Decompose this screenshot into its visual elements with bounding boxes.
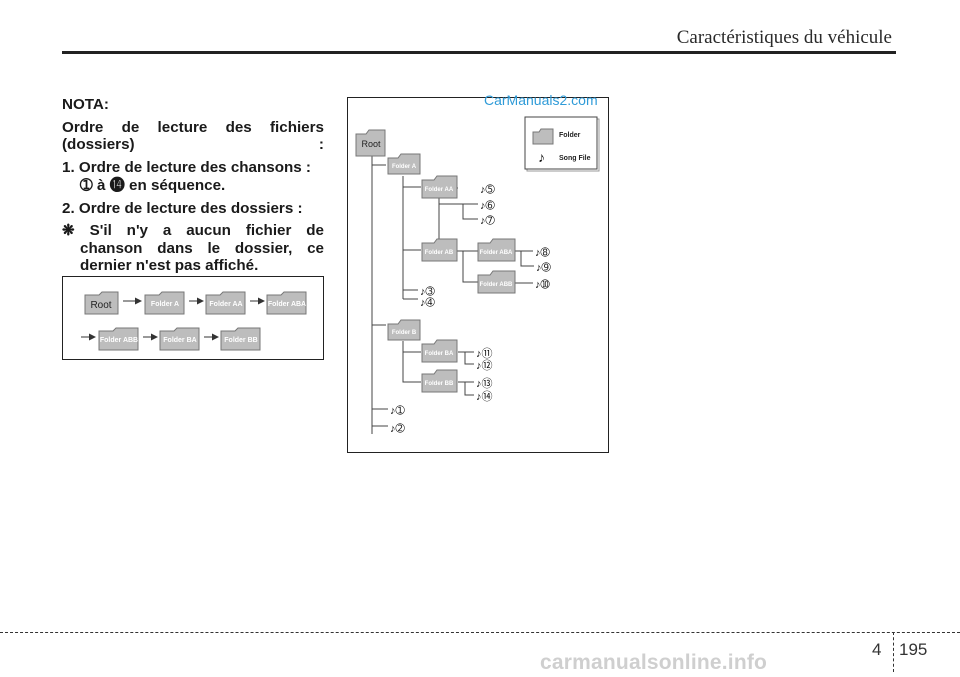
site-watermark: CarManuals2.com [484, 92, 598, 108]
svg-text:Folder ABB: Folder ABB [480, 282, 513, 288]
seq-folder-ba: Folder BA [159, 327, 200, 351]
song-13: ♪⑬ [476, 377, 493, 390]
song-9: ♪➈ [536, 262, 552, 274]
note-label: NOTA: [62, 96, 109, 113]
svg-text:Folder ABA: Folder ABA [268, 301, 306, 308]
svg-text:Root: Root [90, 300, 111, 311]
seq-folder-bb: Folder BB [220, 327, 261, 351]
svg-text:Folder ABA: Folder ABA [480, 250, 513, 256]
svg-text:Root: Root [361, 139, 381, 149]
svg-text:Folder BA: Folder BA [163, 337, 196, 344]
legend-folder-label: Folder [559, 132, 581, 139]
tree-folder-aba: Folder ABA [477, 238, 516, 262]
folder-sequence-box: Root Folder A Folder AA Folder ABA Folde… [62, 276, 324, 360]
svg-text:Folder A: Folder A [151, 301, 179, 308]
legend-song-icon: ♪ [538, 149, 545, 165]
seq-folder-root: Root [84, 291, 119, 315]
song-1: ♪➀ [390, 405, 406, 417]
seq-folder-abb: Folder ABB [98, 327, 139, 351]
svg-text:Folder A: Folder A [392, 164, 417, 170]
folder-sequence-diagram: Root Folder A Folder AA Folder ABA Folde… [81, 291, 307, 351]
song-5: ♪➄ [480, 184, 496, 196]
tree-song-files: ♪➄ ♪➅ ♪➆ ♪➇ ♪➈ ♪➉ ♪➂ ♪➃ ♪⑪ ♪⑫ ♪⑬ ♪⑭ ♪➀ ♪… [390, 184, 552, 435]
song-2: ♪➁ [390, 423, 406, 435]
legend-song-label: Song File [559, 155, 591, 162]
tree-folder-ba: Folder BA [421, 339, 458, 363]
song-12: ♪⑫ [476, 359, 493, 372]
legend-folder-icon [532, 128, 554, 145]
seq-folder-a: Folder A [144, 291, 185, 315]
svg-text:Folder ABB: Folder ABB [100, 337, 138, 344]
folder-tree-box: Root Folder A Folder AA Folder AB Folder… [347, 97, 609, 453]
note-block: NOTA: Ordre de lecture des fichiers (dos… [62, 96, 324, 280]
song-8: ♪➇ [535, 247, 551, 259]
header-rule [62, 51, 896, 54]
note-footnote: ❋ S'il n'y a aucun fichier de chanson da… [62, 222, 324, 274]
svg-text:Folder AB: Folder AB [425, 250, 454, 256]
song-7: ♪➆ [480, 215, 496, 227]
page-number: 195 [899, 640, 928, 659]
footer-watermark: carmanualsonline.info [540, 651, 768, 674]
svg-text:Folder AA: Folder AA [425, 187, 454, 193]
song-4: ♪➃ [420, 297, 436, 309]
seq-folder-aba: Folder ABA [266, 291, 307, 315]
tree-folder-a: Folder A [387, 153, 421, 175]
seq-folder-aa: Folder AA [205, 291, 246, 315]
svg-text:Folder BB: Folder BB [425, 381, 454, 387]
tree-folder-ab: Folder AB [421, 238, 458, 262]
song-10: ♪➉ [535, 279, 551, 291]
tree-folder-bb: Folder BB [421, 369, 458, 393]
svg-text:Folder B: Folder B [392, 330, 417, 336]
note-item-2: 2. Ordre de lecture des dossiers : [62, 199, 303, 217]
tree-connectors [371, 153, 534, 434]
tree-folder-aa: Folder AA [421, 175, 458, 199]
svg-text:Folder BA: Folder BA [425, 351, 454, 357]
tree-folder-abb: Folder ABB [477, 270, 516, 294]
song-6: ♪➅ [480, 200, 496, 212]
svg-text:Folder AA: Folder AA [209, 301, 242, 308]
tree-legend: Folder ♪ Song File [524, 116, 600, 172]
folder-tree-diagram: Root Folder A Folder AA Folder AB Folder… [355, 116, 600, 435]
song-3: ♪➂ [420, 286, 436, 298]
note-item-1-detail: ➀ à ⓮ en séquence. [80, 177, 226, 194]
song-14: ♪⑭ [476, 390, 493, 403]
footer-rule [0, 632, 960, 633]
song-11: ♪⑪ [476, 347, 493, 360]
svg-text:Folder BB: Folder BB [224, 337, 257, 344]
chapter-number: 4 [872, 640, 882, 659]
note-item-1: 1. Ordre de lecture des chansons : [62, 158, 311, 176]
tree-folder-b: Folder B [387, 319, 421, 341]
tree-folder-root: Root [355, 129, 386, 157]
note-intro: Ordre de lecture des fichiers (dossiers)… [62, 118, 324, 154]
section-title: Caractéristiques du véhicule [676, 27, 892, 48]
footer-separator [893, 632, 894, 672]
